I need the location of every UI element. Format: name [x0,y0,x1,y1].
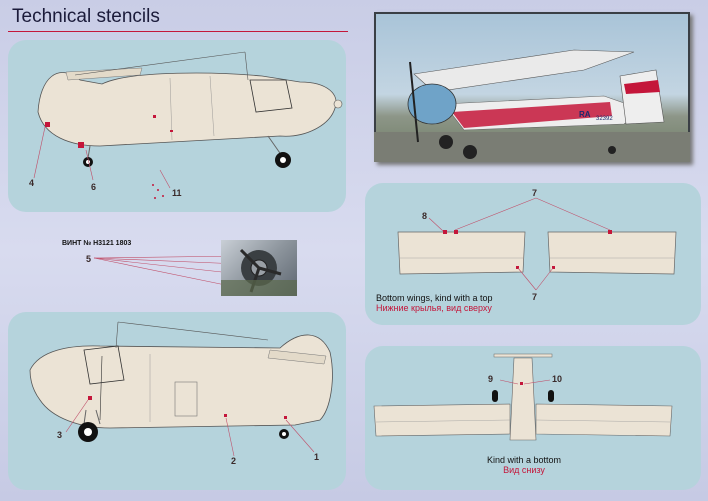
callout-2: 2 [231,456,237,466]
wings-top-caption-en: Bottom wings, kind with a top [376,293,493,303]
callout-7-top: 7 [532,188,538,198]
page-title: Technical stencils [12,6,160,27]
prop-stencil-text: ВИНТ № Н3121 1803 [62,240,132,247]
wings-top-caption-ru: Нижние крылья, вид сверху [376,303,492,313]
callout-4: 4 [29,178,35,188]
callout-3: 3 [57,430,63,440]
aircraft-photo: RA 32392 [374,12,690,162]
bottom-view-caption-en: Kind with a bottom [486,455,562,465]
title-underline [8,31,348,32]
callout-8: 8 [422,211,428,221]
panel-left-side-view [8,40,346,212]
callout-11: 11 [172,188,182,198]
photo-aircraft-drawing [374,49,690,162]
callout-5: 5 [86,254,92,264]
panel-right-side-view [8,312,346,490]
callout-9: 9 [488,374,494,384]
photo-reg-prefix: RA [579,110,591,119]
engine-photo [221,240,297,296]
callout-7-bottom: 7 [532,292,538,302]
bottom-view-caption-ru: Вид снизу [503,465,545,475]
callout-10: 10 [552,374,563,384]
photo-reg-number: 32392 [596,116,613,122]
callout-6: 6 [91,182,97,192]
callout-1: 1 [314,452,320,462]
